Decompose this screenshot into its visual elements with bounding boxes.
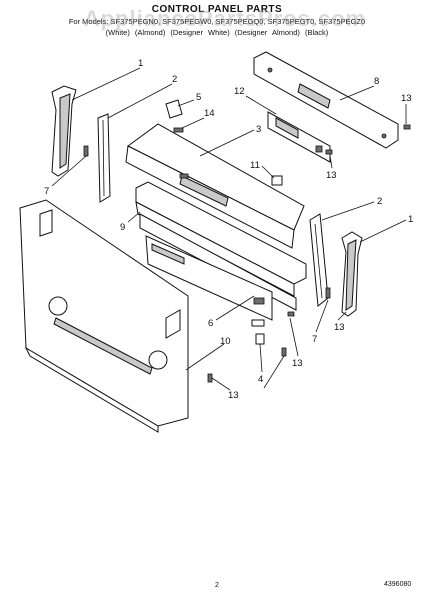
control-panel-housing-part: [125, 123, 305, 249]
left-screw-part: [83, 145, 89, 157]
callout-14: 14: [204, 108, 215, 119]
model-list: For Models: SF375PEGN0, SF375PEGW0, SF37…: [68, 17, 366, 26]
right-end-cap-part: [341, 231, 363, 317]
callout-6: 6: [208, 318, 213, 329]
callout-1-right: 1: [408, 214, 413, 225]
callout-8: 8: [374, 76, 379, 87]
callout-9: 9: [120, 222, 125, 233]
callout-13-rear: 13: [401, 93, 412, 104]
callout-7-left: 7: [44, 186, 49, 197]
callout-3: 3: [256, 124, 261, 135]
spacer-4-part: [255, 333, 265, 345]
callout-1-left: 1: [138, 58, 143, 69]
leader-lines: [51, 67, 407, 391]
callout-7-right: 7: [312, 334, 317, 345]
callout-2-right: 2: [377, 196, 382, 207]
callout-labels: 1 2 5 14 3 12 8 13 11 13 7 9 2 1 6 7 13 …: [44, 58, 413, 401]
document-code: 4396080: [384, 581, 412, 588]
callout-10: 10: [220, 336, 231, 347]
control-face-part: [139, 213, 297, 327]
callout-13-console: 13: [326, 170, 337, 181]
clip-part: [165, 99, 183, 119]
callout-11: 11: [250, 160, 260, 171]
right-screw-part: [325, 287, 331, 299]
screw-14-part: [173, 127, 184, 133]
color-list: (White) (Almond) (Designer White) (Desig…: [105, 28, 329, 37]
callout-13-face: 13: [292, 358, 303, 369]
left-end-cap-part: [51, 85, 77, 177]
glass-panel-part: [135, 181, 307, 297]
knob-part: [271, 175, 283, 186]
diagram-title: CONTROL PANEL PARTS: [151, 4, 283, 15]
right-bracket-part: [309, 213, 329, 307]
callout-13-endcap: 13: [334, 322, 345, 333]
side-panel-part: [19, 199, 189, 433]
callout-5: 5: [196, 92, 201, 103]
callout-13-side: 13: [228, 390, 239, 401]
rear-panel-part: [253, 51, 399, 149]
console-display-part: [267, 111, 331, 163]
callout-12: 12: [234, 86, 245, 97]
callout-2-left: 2: [172, 74, 177, 85]
left-bracket-part: [97, 113, 111, 203]
page-number: 2: [215, 582, 219, 589]
callout-4: 4: [258, 374, 263, 385]
